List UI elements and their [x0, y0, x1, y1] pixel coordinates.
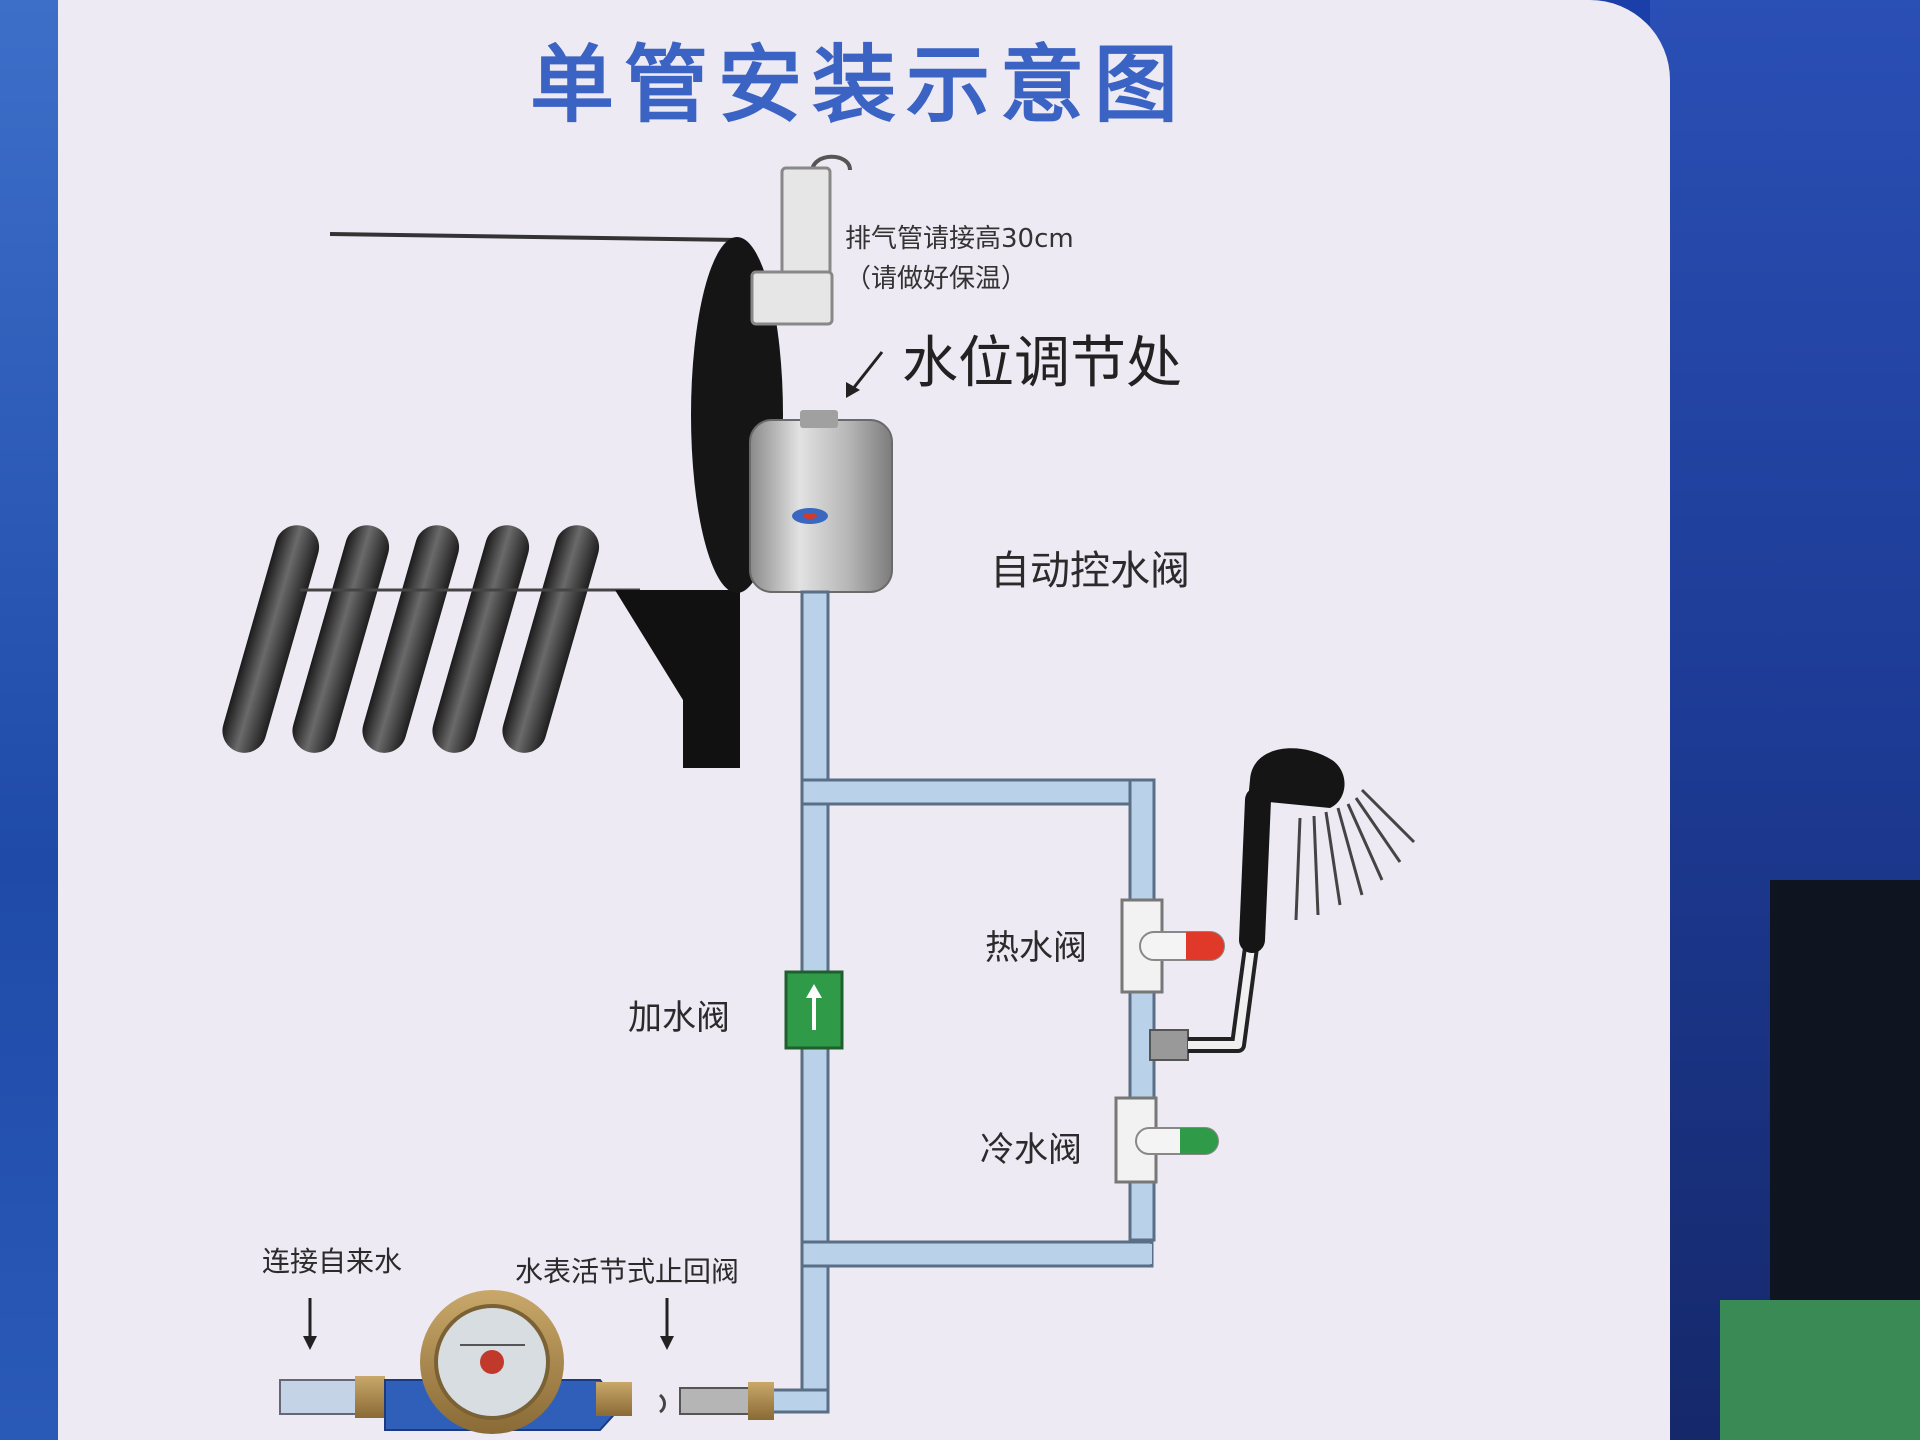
vent-note-line1: 排气管请接高30cm	[845, 224, 1074, 254]
check-valve-arrow	[660, 1298, 674, 1350]
fill-valve	[784, 970, 844, 1050]
meter-check-valve-label: 水表活节式止回阀	[515, 1255, 740, 1288]
page-title: 单管安装示意图	[530, 36, 1189, 134]
vacuum-tube-icon	[432, 525, 530, 753]
vacuum-tube-icon	[222, 525, 320, 753]
tank-bracket	[615, 590, 740, 768]
auto-control-valve-label: 自动控水阀	[990, 548, 1190, 594]
level-pointer-arrow	[846, 351, 884, 398]
hot-water-valve-label: 热水阀	[985, 928, 1087, 968]
tap-arrow	[303, 1298, 317, 1350]
background-right-green	[1720, 1300, 1920, 1440]
cold-water-valve-label: 冷水阀	[980, 1130, 1082, 1170]
check-valve-fitting	[658, 1382, 774, 1420]
water-tank-icon	[749, 410, 893, 593]
fill-valve-label: 加水阀	[628, 998, 730, 1038]
shower-hose	[1149, 787, 1271, 1061]
vent-note-line2: （请做好保温）	[845, 264, 1028, 294]
vent-pipe-icon	[750, 154, 852, 326]
vacuum-tube-icon	[502, 525, 600, 753]
cold-water-valve	[1114, 1096, 1219, 1184]
water-meter-icon	[279, 1290, 632, 1434]
arrow-up-icon	[806, 984, 822, 1030]
roof-line	[329, 232, 741, 242]
pipe-joins	[804, 782, 1152, 1410]
shower-head-icon	[1248, 748, 1416, 921]
vacuum-tube-icon	[362, 525, 460, 753]
vacuum-tube-icon	[292, 525, 390, 753]
water-level-adjust-label: 水位调节处	[902, 331, 1182, 396]
collector-tubes	[222, 525, 640, 753]
pipe-network	[690, 590, 1156, 1414]
connect-tap-water-label: 连接自来水	[262, 1245, 403, 1278]
hot-water-valve	[1120, 898, 1225, 994]
